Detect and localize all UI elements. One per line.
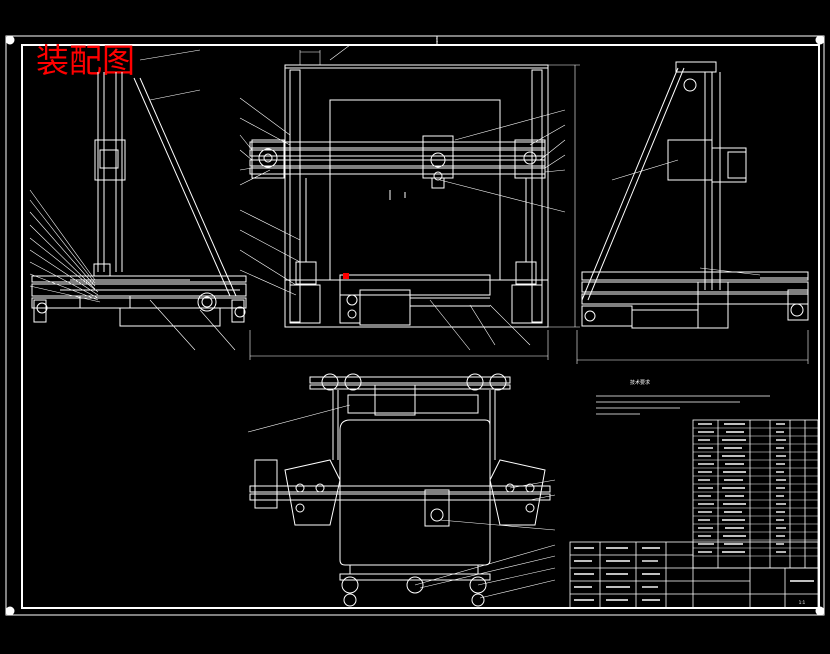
- sheet-marker: 1: [436, 38, 439, 43]
- right-view-dimensions: [576, 159, 809, 364]
- title-block-text-marks: [574, 547, 814, 601]
- right-side-view: [581, 61, 809, 329]
- tech-requirements-lines: [596, 395, 770, 415]
- scale-box: 1:1: [799, 600, 806, 605]
- tech-requirements-heading: 技术要求: [630, 379, 650, 386]
- drawing-title: 装配图: [36, 41, 135, 80]
- front-view: [249, 64, 549, 328]
- top-view: [249, 373, 551, 607]
- sheet-border: [5, 35, 825, 616]
- left-view-leaders: [29, 49, 236, 351]
- parts-list-text-marks: [698, 423, 786, 553]
- front-view-dimensions: [239, 44, 580, 360]
- title-block: [569, 541, 819, 609]
- top-view-leaders: [247, 404, 556, 599]
- red-marker: [343, 273, 349, 279]
- parts-list-rows: [693, 427, 818, 557]
- left-side-view: [31, 72, 247, 327]
